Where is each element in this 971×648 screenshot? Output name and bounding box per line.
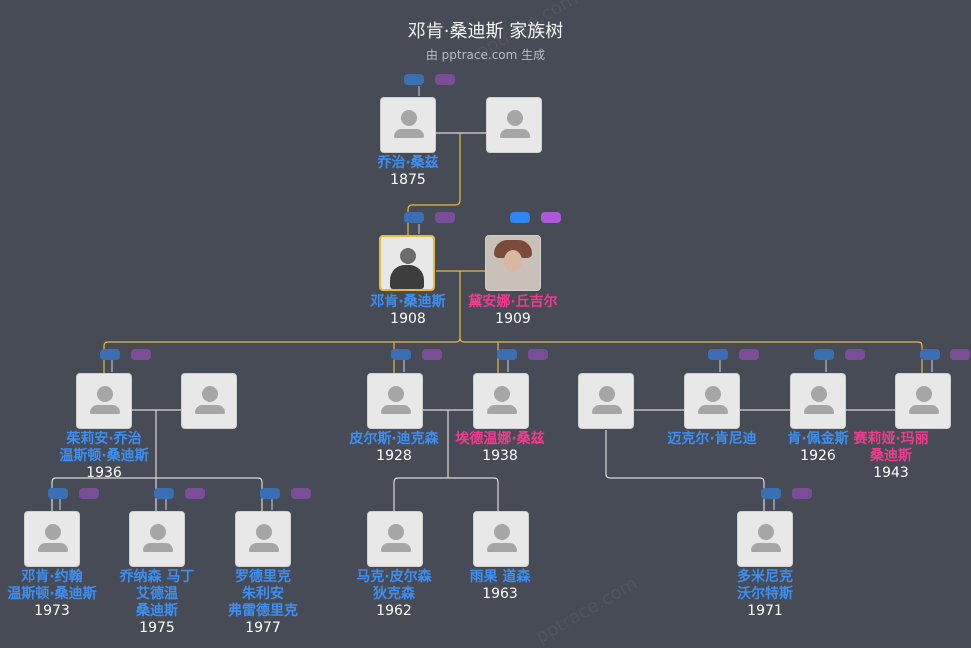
person-card-george[interactable] xyxy=(380,97,436,153)
male-badge[interactable] xyxy=(497,349,517,360)
person-card-roderick[interactable] xyxy=(235,511,291,567)
person-avatar-icon xyxy=(150,524,166,540)
person-label-jonathan[interactable]: 乔纳森 马丁 艾德温 桑迪斯 1975 xyxy=(119,569,195,636)
person-avatar-icon xyxy=(811,386,827,402)
children-bus xyxy=(51,410,263,512)
children-bus xyxy=(605,430,765,512)
male-badge[interactable] xyxy=(761,488,781,499)
male-badge[interactable] xyxy=(814,349,834,360)
person-card-dominic[interactable] xyxy=(737,511,793,567)
person-card-julian[interactable] xyxy=(76,373,132,429)
female-badge[interactable] xyxy=(435,212,455,223)
male-badge[interactable] xyxy=(920,349,940,360)
connector-to-child xyxy=(407,133,461,236)
female-badge[interactable] xyxy=(739,349,759,360)
person-card-michael[interactable] xyxy=(684,373,740,429)
female-badge[interactable] xyxy=(422,349,442,360)
person-avatar-icon xyxy=(758,524,774,540)
male-badge[interactable] xyxy=(391,349,411,360)
person-card-hugo[interactable] xyxy=(473,511,529,567)
person-card-diana-photo[interactable] xyxy=(485,235,541,291)
male-badge[interactable] xyxy=(100,349,120,360)
children-bus xyxy=(393,410,499,512)
person-avatar-icon xyxy=(507,110,523,126)
page-subtitle: 由 pptrace.com 生成 xyxy=(425,48,546,62)
page-title: 邓肯·桑迪斯 家族树 xyxy=(407,21,564,42)
person-photo-icon xyxy=(504,250,522,272)
person-avatar-icon xyxy=(494,386,510,402)
female-badge[interactable] xyxy=(79,488,99,499)
person-card-ken[interactable] xyxy=(790,373,846,429)
male-badge[interactable] xyxy=(154,488,174,499)
person-card-piers[interactable] xyxy=(367,373,423,429)
male-badge[interactable] xyxy=(510,212,530,223)
female-badge[interactable] xyxy=(792,488,812,499)
person-avatar-icon xyxy=(388,524,404,540)
person-avatar-icon xyxy=(388,386,404,402)
person-card-spouse[interactable] xyxy=(578,373,634,429)
children-bus xyxy=(459,337,923,374)
person-avatar-icon xyxy=(494,524,510,540)
female-badge[interactable] xyxy=(185,488,205,499)
person-label-hugo[interactable]: 雨果 道森 1963 xyxy=(469,569,531,602)
female-badge[interactable] xyxy=(528,349,548,360)
person-avatar-icon xyxy=(916,386,932,402)
person-label-george[interactable]: 乔治·桑兹 1875 xyxy=(377,155,439,188)
female-badge[interactable] xyxy=(291,488,311,499)
person-card-mark[interactable] xyxy=(367,511,423,567)
person-avatar-icon xyxy=(256,524,272,540)
person-label-diana[interactable]: 黛安娜·丘吉尔 1909 xyxy=(468,294,558,327)
person-label-mark[interactable]: 马克·皮尔森 狄克森 1962 xyxy=(356,569,432,619)
person-avatar-icon xyxy=(401,110,417,126)
male-badge[interactable] xyxy=(260,488,280,499)
person-label-dominic[interactable]: 多米尼克 沃尔特斯 1971 xyxy=(737,569,793,619)
female-badge[interactable] xyxy=(131,349,151,360)
person-label-duncan-john[interactable]: 邓肯·约翰 温斯顿·桑迪斯 1973 xyxy=(7,569,97,619)
person-avatar-icon xyxy=(97,386,113,402)
person-avatar-icon xyxy=(45,524,61,540)
person-label-piers[interactable]: 皮尔斯·迪克森 1928 xyxy=(349,431,439,464)
person-card-duncan-photo[interactable] xyxy=(379,235,435,291)
person-avatar-icon xyxy=(705,386,721,402)
person-label-ken[interactable]: 肯·佩金斯 1926 xyxy=(787,431,849,464)
female-badge[interactable] xyxy=(435,74,455,85)
person-label-duncan[interactable]: 邓肯·桑迪斯 1908 xyxy=(370,294,446,327)
person-label-celia[interactable]: 赛莉娅·玛丽 桑迪斯 1943 xyxy=(853,431,929,481)
male-badge[interactable] xyxy=(48,488,68,499)
female-badge[interactable] xyxy=(845,349,865,360)
person-avatar-icon xyxy=(599,386,615,402)
person-label-michael[interactable]: 迈克尔·肯尼迪 xyxy=(667,431,757,447)
male-badge[interactable] xyxy=(708,349,728,360)
female-badge[interactable] xyxy=(541,212,561,223)
female-badge[interactable] xyxy=(950,349,970,360)
person-card-spouse[interactable] xyxy=(486,97,542,153)
person-card-celia[interactable] xyxy=(895,373,951,429)
person-card-jonathan[interactable] xyxy=(129,511,185,567)
person-photo-icon xyxy=(400,248,416,264)
person-label-edwina[interactable]: 埃德温娜·桑兹 1938 xyxy=(455,431,545,464)
male-badge[interactable] xyxy=(404,212,424,223)
person-card-spouse[interactable] xyxy=(181,373,237,429)
person-avatar-icon xyxy=(202,386,218,402)
person-card-duncan-john[interactable] xyxy=(24,511,80,567)
person-label-julian[interactable]: 茱莉安·乔治 温斯顿·桑迪斯 1936 xyxy=(59,431,149,481)
person-label-roderick[interactable]: 罗德里克 朱利安 弗雷德里克 1977 xyxy=(228,569,298,636)
person-card-edwina[interactable] xyxy=(473,373,529,429)
male-badge[interactable] xyxy=(404,74,424,85)
